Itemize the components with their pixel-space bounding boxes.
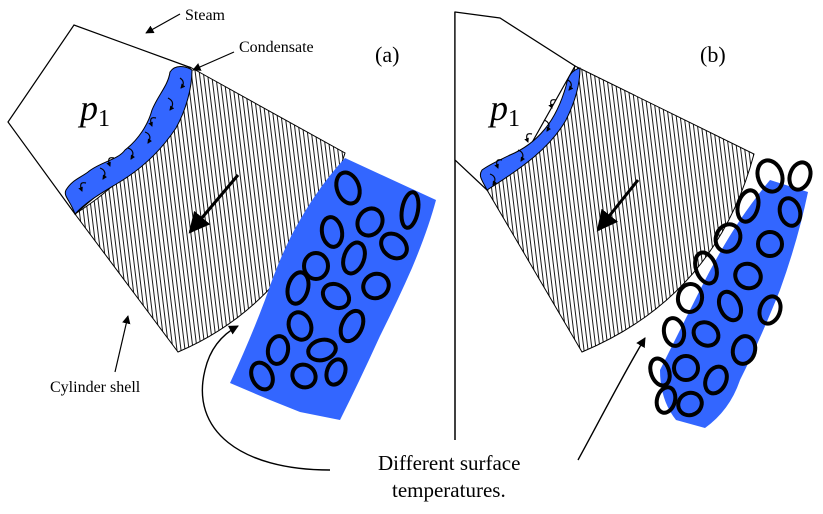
heat-flow-arrow-b (596, 179, 640, 232)
panel-b (454, 11, 813, 428)
condensate-film-a (64, 66, 193, 215)
condensate-label: Condensate (239, 39, 314, 56)
caption-line-1: Different surface (378, 451, 520, 475)
fiber-blobs-a (249, 170, 421, 392)
temperature-leader-arrow-b (577, 337, 646, 461)
pressure-label-b: p1 (487, 88, 520, 132)
panel-b-label: (b) (700, 42, 726, 67)
caption-line-2: temperatures. (392, 478, 506, 502)
heat-flow-arrow-a (188, 174, 240, 234)
panel-a-label: (a) (375, 42, 399, 67)
pressure-label-a: p1 (77, 88, 110, 132)
condensate-film-b (479, 67, 581, 191)
condensate-leader-arrow (192, 51, 235, 71)
steam-label: Steam (185, 7, 226, 24)
condensate-curl-arrows-b (489, 79, 574, 186)
cylinder-shell-leader-arrow (114, 315, 131, 373)
paper-web-a (230, 158, 436, 420)
condensate-curl-arrows-a (78, 77, 186, 192)
cylinder-shell-label: Cylinder shell (50, 379, 141, 396)
panel-a (7, 24, 436, 420)
temperature-leader-arrow-a (201, 325, 331, 471)
fiber-blobs-b (648, 158, 813, 418)
steam-leader-arrow (145, 13, 181, 34)
